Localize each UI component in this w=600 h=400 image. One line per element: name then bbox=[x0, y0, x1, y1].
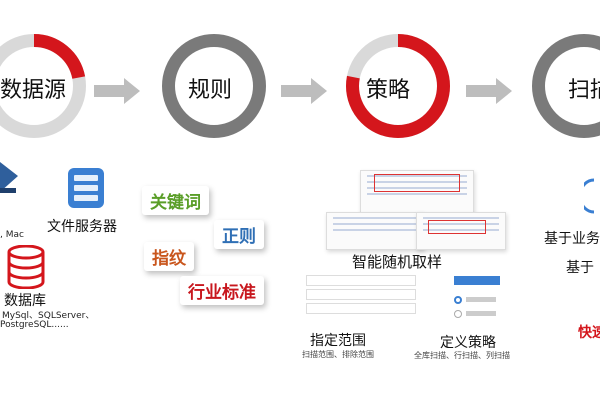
stage-label-strategy: 策略 bbox=[366, 78, 411, 103]
stage-ring-rules bbox=[162, 34, 266, 138]
scope-subtitle: 扫描范围、排除范围 bbox=[302, 350, 374, 359]
scan-icon bbox=[584, 178, 595, 214]
database-label: 数据库 bbox=[4, 293, 46, 309]
stage-label-datasource: 数据源 bbox=[0, 78, 67, 103]
arrow-2-icon bbox=[281, 78, 327, 104]
sampling-screenshot-3 bbox=[416, 212, 506, 250]
define-form bbox=[430, 272, 526, 322]
rule-tag-fingerprint: 指纹 bbox=[144, 242, 194, 271]
database-list-line2: PostgreSQL...... bbox=[0, 320, 69, 330]
file-server-label: 文件服务器 bbox=[47, 219, 117, 235]
sampling-highlight-1 bbox=[374, 174, 460, 192]
stage-label-rules: 规则 bbox=[188, 78, 233, 103]
database-icon bbox=[7, 245, 45, 289]
ring-progress bbox=[346, 34, 450, 138]
stage-ring-strategy bbox=[346, 34, 450, 138]
mac-label: , Mac bbox=[0, 230, 24, 240]
define-title: 定义策略 bbox=[440, 335, 496, 351]
ring-track bbox=[532, 34, 600, 138]
stage-ring-datasource bbox=[0, 34, 86, 138]
rule-tag-industry: 行业标准 bbox=[180, 276, 264, 305]
file-server-icon bbox=[68, 168, 104, 208]
scan-line1: 基于业务 bbox=[544, 231, 600, 247]
sampling-highlight-2 bbox=[428, 220, 486, 234]
sampling-screenshot-2 bbox=[326, 212, 424, 250]
database-list-line1: MySql、SQLServer、 bbox=[2, 311, 95, 321]
stage-ring-scan bbox=[532, 34, 600, 138]
define-subtitle: 全库扫描、行扫描、列扫描 bbox=[414, 351, 510, 360]
ring-track bbox=[162, 34, 266, 138]
rule-tag-regex: 正则 bbox=[214, 220, 264, 249]
sampling-screenshot-1 bbox=[360, 170, 474, 220]
scope-form bbox=[306, 272, 416, 320]
rule-tag-keyword: 关键词 bbox=[142, 186, 209, 215]
arrow-1-icon bbox=[94, 78, 140, 104]
ring-progress bbox=[0, 34, 86, 138]
scope-title: 指定范围 bbox=[310, 333, 366, 349]
scan-line3: 快速 bbox=[578, 325, 600, 341]
stage-label-scan: 扫描 bbox=[568, 78, 600, 103]
scan-line2: 基于 bbox=[566, 260, 594, 276]
arrow-3-icon bbox=[466, 78, 512, 104]
sampling-label: 智能随机取样 bbox=[352, 253, 443, 271]
monitor-icon bbox=[0, 162, 18, 193]
